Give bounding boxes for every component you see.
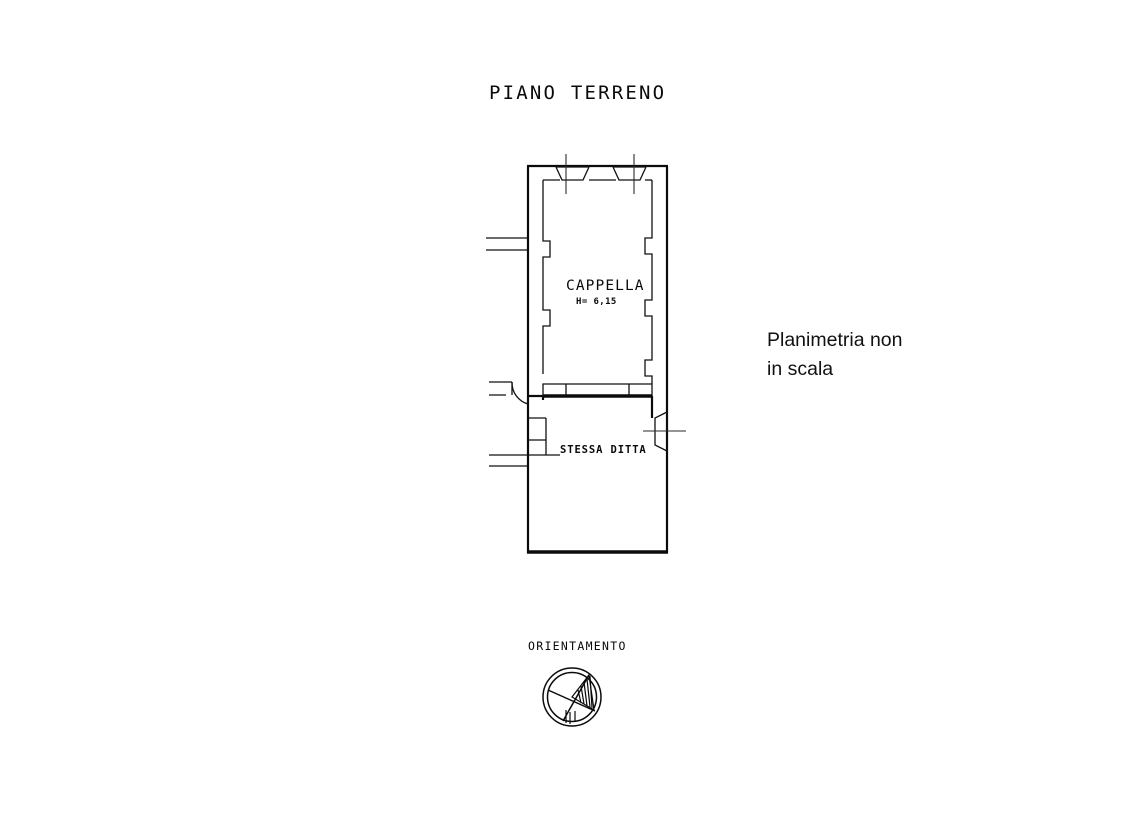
compass-outer-circle	[542, 667, 602, 727]
window-opening-right	[643, 411, 686, 452]
room-label-cappella: CAPPELLA	[566, 278, 645, 294]
orientation-label: ORIENTAMENTO	[528, 639, 627, 653]
room-height-cappella: H= 6,15	[576, 297, 617, 307]
annotation-stessa-ditta: STESSA DITTA	[560, 444, 647, 456]
compass-rose-icon	[542, 667, 602, 727]
threshold-band	[542, 383, 653, 397]
compass-axis-a	[547, 689, 596, 712]
chapel-wall-right	[644, 180, 653, 384]
window-top-left	[555, 166, 590, 181]
vestibule-walls	[528, 394, 654, 455]
window-openings-top	[555, 154, 647, 194]
door-swing-arc	[511, 381, 529, 405]
page-title: PIANO TERRENO	[489, 82, 666, 104]
entrance-door-left	[511, 381, 529, 405]
chapel-room-walls	[542, 179, 653, 384]
adjacent-wall-stubs	[486, 237, 560, 467]
chapel-threshold	[542, 383, 653, 398]
chapel-wall-left	[542, 180, 551, 374]
scale-note: Planimetria non in scala	[767, 329, 903, 380]
window-top-right	[612, 166, 647, 181]
compass-inner-circle	[546, 671, 598, 723]
building-outline	[526, 164, 669, 554]
orientation-symbol-group: ORIENTAMENTO	[528, 639, 627, 727]
